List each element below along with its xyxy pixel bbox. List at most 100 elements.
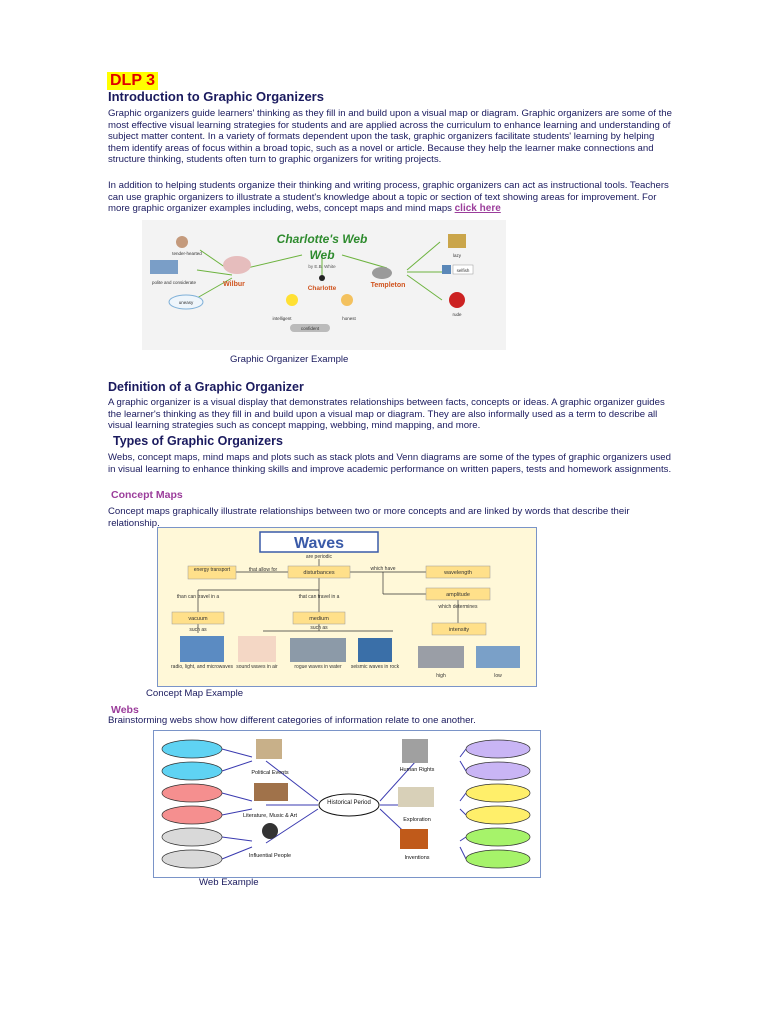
definition-paragraph: A graphic organizer is a visual display …	[108, 397, 665, 432]
high-label: high	[436, 673, 446, 679]
webs-link[interactable]: Webs	[111, 704, 139, 716]
intensity-box	[431, 622, 487, 636]
spider-icon	[319, 275, 325, 281]
inventions-icon	[400, 829, 428, 849]
yellow-bubble-1	[465, 783, 531, 803]
vacuum-label: vacuum	[188, 616, 208, 622]
honest-icon	[341, 294, 353, 306]
are-periodic-label: are periodic	[306, 554, 333, 560]
seismic-label: seismic waves in rock	[351, 664, 400, 670]
intensity-label: intensity	[449, 627, 469, 633]
disturbances-box	[287, 565, 351, 579]
yellow-bubble-2	[465, 805, 531, 825]
exploration-icon	[398, 787, 434, 807]
exploration-label: Exploration	[403, 817, 431, 823]
political-events-label: Political Events	[251, 770, 289, 776]
red-bubble-1	[161, 783, 223, 803]
high-wave-image	[418, 646, 464, 668]
gray-bubble-1	[161, 827, 223, 847]
lazy-icon	[448, 234, 466, 248]
sound-label: sound waves in air	[236, 664, 278, 670]
honest-label: honest	[342, 316, 356, 321]
intro-heading: Introduction to Graphic Organizers	[108, 89, 324, 104]
rat-icon	[372, 267, 392, 279]
types-paragraph: Webs, concept maps, mind maps and plots …	[108, 452, 672, 475]
dlp-badge: DLP 3	[107, 72, 159, 90]
intro-paragraph-2-text: In addition to helping students organize…	[108, 180, 669, 215]
lightbulb-icon	[286, 294, 298, 306]
templeton-label: Templeton	[371, 282, 406, 289]
historical-period-node	[318, 793, 380, 817]
web-example-figure: Political Events Literature, Music & Art…	[153, 730, 541, 878]
rude-label: rude	[452, 312, 462, 317]
amplitude-label: amplitude	[446, 592, 470, 598]
confident-badge	[290, 324, 330, 332]
waves-title: Waves	[294, 535, 344, 552]
lazy-label: lazy	[453, 253, 462, 258]
wavelength-box	[425, 565, 491, 579]
which-have-label: which have	[370, 566, 395, 572]
click-here-link[interactable]: click here	[454, 203, 501, 215]
low-label: low	[494, 673, 502, 679]
polite-label: polite and considerate	[152, 280, 197, 285]
selfish-label: selfish	[457, 268, 470, 273]
historical-period-label: Historical Period	[327, 800, 371, 806]
concept-maps-link[interactable]: Concept Maps	[111, 489, 183, 501]
that-can-travel-label: that can travel in a	[299, 594, 340, 600]
energy-transport-box	[187, 565, 237, 580]
such-as-1-label: such as	[189, 627, 207, 633]
vacuum-box	[171, 611, 225, 625]
charlottes-web-title: Charlotte's Web	[277, 232, 368, 246]
selfish-box	[452, 264, 474, 275]
gray-bubble-2	[161, 849, 223, 869]
figure-1-caption: Graphic Organizer Example	[230, 354, 349, 365]
literature-icon	[254, 783, 288, 801]
purple-bubble-2	[465, 761, 531, 781]
web-title-word: Web	[309, 248, 334, 262]
concept-maps-paragraph: Concept maps graphically illustrate rela…	[108, 506, 630, 529]
which-determines-label: which determines	[439, 604, 478, 610]
influential-people-label: Influential People	[249, 853, 291, 859]
confident-label: confident	[301, 326, 320, 331]
intro-paragraph-1: Graphic organizers guide learners' think…	[108, 108, 672, 166]
disturbances-label: disturbances	[303, 570, 334, 576]
web-example-caption: Web Example	[199, 877, 259, 888]
energy-transport-label: energy transport	[194, 567, 231, 573]
types-heading: Types of Graphic Organizers	[113, 434, 283, 448]
inventions-label: Inventions	[404, 855, 429, 861]
medium-label: medium	[309, 616, 329, 622]
rogue-waves-image	[290, 638, 346, 662]
political-events-icon	[256, 739, 282, 759]
charlottes-web-figure: Charlotte's Web Web by E.B. White Wilbur…	[142, 220, 506, 350]
uneasy-label: uneasy	[179, 300, 194, 305]
human-rights-icon	[402, 739, 428, 763]
human-rights-label: Human Rights	[400, 767, 435, 773]
purple-bubble-1	[465, 739, 531, 759]
concept-map-caption: Concept Map Example	[146, 688, 244, 699]
definition-heading: Definition of a Graphic Organizer	[108, 380, 304, 394]
waves-title-box	[259, 531, 379, 553]
medium-box	[292, 611, 346, 625]
influential-people-icon	[262, 823, 278, 839]
byline: by E.B. White	[308, 264, 336, 269]
intro-paragraph-2: In addition to helping students organize…	[108, 180, 678, 215]
webs-paragraph: Brainstorming webs show how different ca…	[108, 715, 476, 726]
intelligent-label: intelligent	[272, 316, 292, 321]
than-can-travel-label: than can travel in a	[177, 594, 219, 600]
such-as-2-label: such as	[310, 625, 328, 631]
blue-bubble-2	[161, 761, 223, 781]
low-wave-image	[476, 646, 520, 668]
seismic-image	[358, 638, 392, 662]
tender-icon	[176, 236, 188, 248]
uneasy-cloud-icon	[168, 294, 204, 310]
allow-label: that allow for	[249, 567, 278, 573]
polite-icon	[150, 260, 178, 274]
waves-concept-map: Waves are periodic energy transport that…	[157, 527, 537, 687]
rude-icon	[449, 292, 465, 308]
radio-image	[180, 636, 224, 662]
wilbur-label: Wilbur	[223, 281, 245, 288]
sound-image	[238, 636, 276, 662]
radio-label: radio, light, and microwaves	[171, 664, 233, 670]
rogue-label: rogue waves in water	[294, 664, 342, 670]
